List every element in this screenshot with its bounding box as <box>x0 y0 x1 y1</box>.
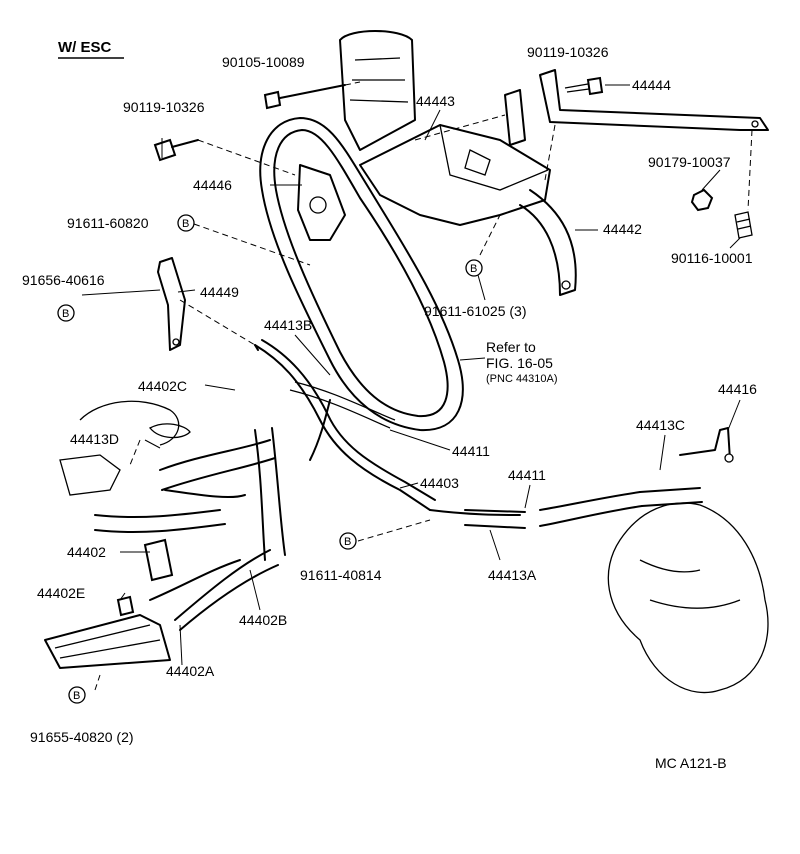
pump-reservoir <box>339 30 416 151</box>
lower-clamp-assembly <box>44 538 174 669</box>
svg-text:B: B <box>344 536 351 548</box>
callout-44403: 44403 <box>420 475 459 491</box>
drive-belt <box>259 117 464 432</box>
callout-90105-10089: 90105-10089 <box>222 54 305 70</box>
dashed-reference-lines <box>94 81 753 691</box>
callout-44402E: 44402E <box>37 585 85 601</box>
nut-90179-10037 <box>690 188 714 212</box>
callout-44446: 44446 <box>193 177 232 193</box>
callout-90119-10326-left: 90119-10326 <box>123 99 205 115</box>
callout-44411-upper: 44411 <box>452 443 490 459</box>
callout-44411-lower: 44411 <box>508 467 546 483</box>
callout-91611-60820: 91611-60820 <box>67 215 149 231</box>
pump-bracket <box>359 89 577 296</box>
tube-lines <box>254 339 521 516</box>
callout-44444: 44444 <box>632 77 671 93</box>
leader-lines <box>81 84 741 666</box>
bolt-90105-10089 <box>263 84 346 110</box>
callout-90119-10326-right: 90119-10326 <box>527 44 609 60</box>
bolt-marker-1: B <box>177 214 195 232</box>
bracket-arm <box>539 69 769 131</box>
hoses <box>94 399 703 631</box>
callout-44413B: 44413B <box>264 317 312 333</box>
callout-91655-40820: 91655-40820 (2) <box>30 729 134 745</box>
refer-line-1: Refer to <box>486 339 536 355</box>
callout-44443: 44443 <box>416 93 455 109</box>
refer-line-3: (PNC 44310A) <box>486 373 558 385</box>
engine-sketch <box>59 400 191 496</box>
callout-90179-10037: 90179-10037 <box>648 154 731 170</box>
steering-gear-housing <box>607 502 769 694</box>
bolt-marker-4: B <box>339 532 357 550</box>
callout-91611-61025: 91611-61025 (3) <box>424 303 526 319</box>
figure-code: MC A121-B <box>655 755 727 771</box>
bolt-90119-10326-right <box>564 76 604 96</box>
bolt-marker-2: B <box>57 304 75 322</box>
callout-44449: 44449 <box>200 284 239 300</box>
callout-44442: 44442 <box>603 221 642 237</box>
callout-44413A: 44413A <box>488 567 537 583</box>
callout-91611-40814: 91611-40814 <box>300 567 382 583</box>
callout-44402: 44402 <box>67 544 106 560</box>
line-44416 <box>679 427 734 463</box>
callout-44402B: 44402B <box>239 612 287 628</box>
svg-text:B: B <box>182 218 189 230</box>
stud-90116-10001 <box>734 211 753 239</box>
idler-tensioner <box>297 164 346 241</box>
callout-44402C: 44402C <box>138 378 187 394</box>
bolt-90119-10326-left <box>153 138 199 162</box>
refer-line-2: FIG. 16-05 <box>486 355 553 371</box>
svg-text:B: B <box>470 263 477 275</box>
callout-44402A: 44402A <box>166 663 215 679</box>
callout-90116-10001: 90116-10001 <box>671 250 753 266</box>
callout-44416: 44416 <box>718 381 757 397</box>
callout-91656-40616: 91656-40616 <box>22 272 105 288</box>
bolt-marker-3: B <box>465 259 483 277</box>
svg-text:B: B <box>62 308 69 320</box>
svg-text:B: B <box>73 690 80 702</box>
clamp-bracket-44449 <box>157 257 186 351</box>
callout-44413D: 44413D <box>70 431 119 447</box>
variant-heading: W/ ESC <box>58 39 112 56</box>
bolt-marker-5: B <box>68 686 86 704</box>
callout-44413C: 44413C <box>636 417 685 433</box>
